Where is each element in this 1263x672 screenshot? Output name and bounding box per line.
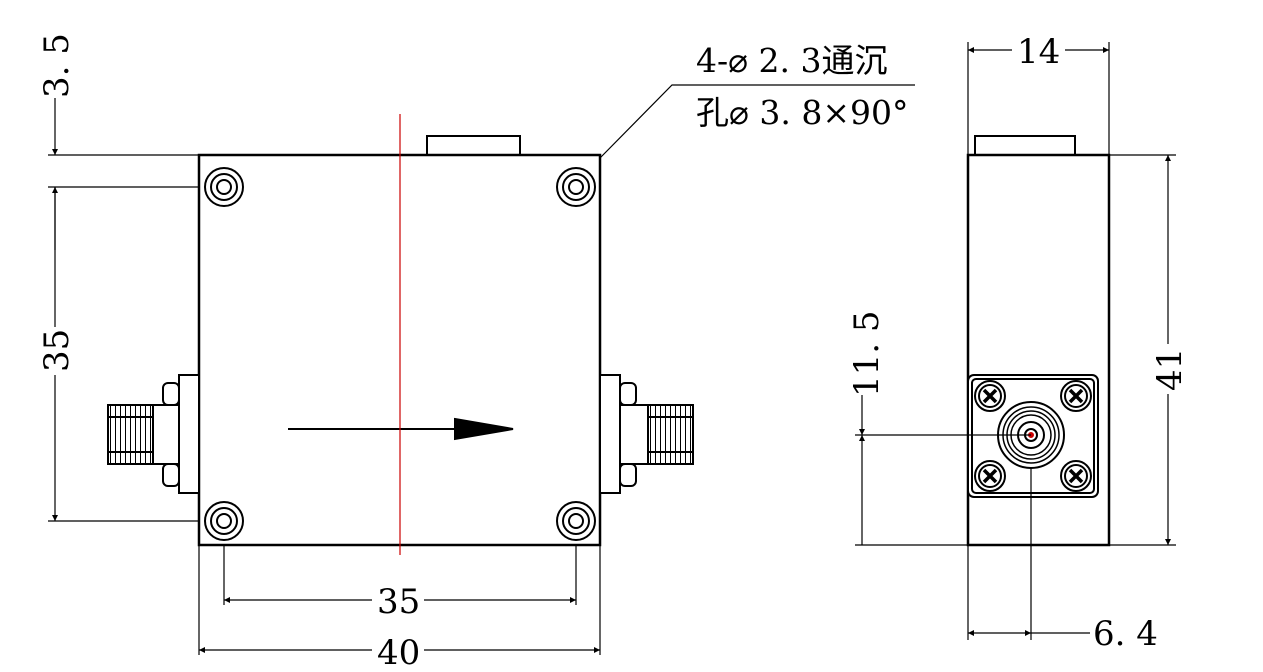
right-sma-connector (599, 374, 694, 494)
mounting-hole-top-right (556, 167, 596, 207)
screw-bottom-right-icon (1060, 460, 1092, 492)
dim-hole-spacing-horizontal: 35 (377, 582, 420, 622)
dim-bg-41 (1153, 344, 1185, 394)
screw-top-left-icon (974, 380, 1006, 412)
dim-bg-3-5 (40, 36, 72, 98)
dim-connector-offset: 6. 4 (1093, 614, 1158, 654)
dim-hole-spacing-vertical: 35 (37, 329, 77, 372)
dim-hole-offset-top: 3. 5 (37, 33, 77, 98)
screw-bottom-left-icon (974, 460, 1006, 492)
dim-side-depth: 14 (1017, 32, 1060, 72)
note-hole-spec-line2: 孔⌀ 3. 8×90° (696, 93, 908, 132)
dim-overall-width: 40 (377, 633, 420, 672)
dim-bg-40 (372, 634, 424, 672)
dim-bg-35-v (40, 327, 72, 375)
mounting-hole-bottom-left (204, 501, 244, 541)
signal-direction-arrow-icon (288, 417, 514, 441)
screw-top-right-icon (1060, 380, 1092, 412)
mounting-hole-bottom-right (556, 501, 596, 541)
side-top-tab (974, 135, 1076, 156)
left-sma-connector (107, 374, 200, 494)
note-hole-spec-line1: 4-⌀ 2. 3通沉 (696, 41, 887, 80)
dim-bg-35-h (372, 583, 424, 617)
dim-bg-14 (1014, 32, 1064, 68)
side-view (966, 135, 1111, 547)
dim-side-height: 41 (1150, 348, 1190, 391)
mounting-hole-top-left (204, 167, 244, 207)
dim-connector-height: 11. 5 (847, 310, 887, 397)
front-top-tab (426, 135, 521, 156)
